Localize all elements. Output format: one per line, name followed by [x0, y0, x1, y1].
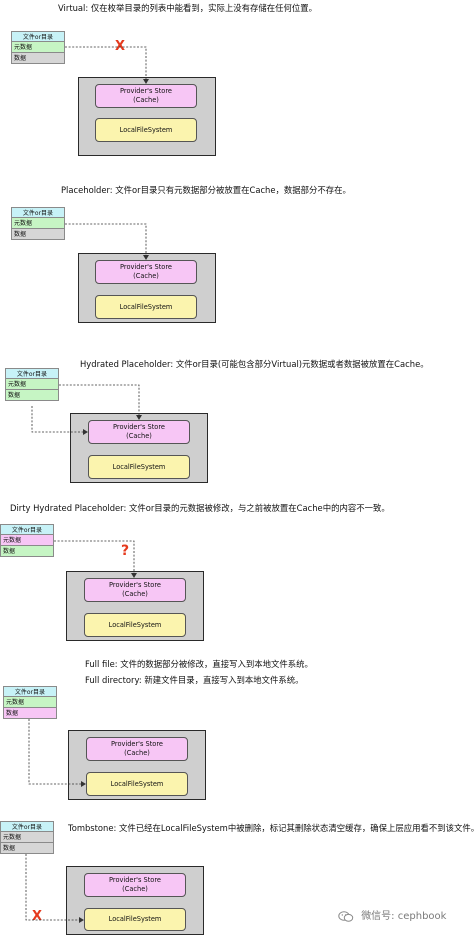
arrowhead — [83, 429, 88, 435]
x-mark: X — [115, 39, 126, 54]
table-row-meta: 元数据 — [11, 42, 65, 53]
table-row-meta: 元数据 — [3, 697, 57, 708]
provider-store-box: Provider's Store (Cache) — [95, 84, 197, 108]
provider-store-sublabel: (Cache) — [126, 432, 152, 440]
local-filesystem-box: LocalFileSystem — [95, 295, 197, 319]
provider-store-label: Provider's Store — [111, 740, 163, 748]
dashed-connector — [31, 406, 84, 433]
provider-store-sublabel: (Cache) — [133, 272, 159, 280]
provider-store-label: Provider's Store — [120, 263, 172, 271]
arrowhead — [131, 573, 137, 578]
table-dirty: 文件or目录 元数据 数据 — [0, 524, 54, 557]
provider-store-sublabel: (Cache) — [122, 885, 148, 893]
caption-full-file: Full file: 文件的数据部分被修改，直接写入到本地文件系统。 — [85, 659, 313, 669]
provider-store-label: Provider's Store — [120, 87, 172, 95]
caption-tombstone: Tombstone: 文件已经在LocalFileSystem中被删除，标记其删… — [68, 823, 474, 833]
table-hydrated: 文件or目录 元数据 数据 — [5, 368, 59, 401]
table-header: 文件or目录 — [5, 368, 59, 379]
provider-store-box: Provider's Store (Cache) — [86, 737, 188, 761]
local-filesystem-box: LocalFileSystem — [84, 908, 186, 931]
x-mark: X — [32, 909, 43, 924]
table-full: 文件or目录 元数据 数据 — [3, 686, 57, 719]
local-filesystem-box: LocalFileSystem — [88, 455, 190, 479]
table-placeholder: 文件or目录 元数据 数据 — [11, 207, 65, 240]
caption-dirty-hydrated: Dirty Hydrated Placeholder: 文件or目录的元数据被修… — [10, 503, 390, 513]
caption-hydrated-placeholder: Hydrated Placeholder: 文件or目录(可能包含部分Virtu… — [80, 359, 429, 369]
provider-store-label: Provider's Store — [113, 423, 165, 431]
table-row-data: 数据 — [0, 546, 54, 557]
provider-store-sublabel: (Cache) — [133, 96, 159, 104]
arrowhead — [143, 79, 149, 84]
arrowhead — [143, 255, 149, 260]
table-row-data: 数据 — [3, 708, 57, 719]
dashed-connector — [65, 223, 147, 256]
arrowhead — [81, 781, 86, 787]
provider-store-sublabel: (Cache) — [122, 590, 148, 598]
table-row-data: 数据 — [5, 390, 59, 401]
table-row-data: 数据 — [0, 843, 54, 854]
provider-store-box: Provider's Store (Cache) — [88, 420, 190, 444]
table-header: 文件or目录 — [0, 821, 54, 832]
table-row-meta: 元数据 — [11, 218, 65, 229]
provider-store-box: Provider's Store (Cache) — [84, 873, 186, 897]
local-filesystem-box: LocalFileSystem — [84, 613, 186, 637]
caption-virtual: Virtual: 仅在枚举目录的列表中能看到，实际上没有存储在任何位置。 — [58, 3, 317, 13]
watermark: 微信号: cephbook — [338, 907, 446, 922]
table-row-meta: 元数据 — [0, 832, 54, 843]
provider-store-box: Provider's Store (Cache) — [95, 260, 197, 284]
table-row-meta: 元数据 — [0, 535, 54, 546]
table-header: 文件or目录 — [0, 524, 54, 535]
dashed-connector — [25, 854, 80, 921]
dashed-connector — [28, 719, 82, 785]
provider-store-label: Provider's Store — [109, 876, 161, 884]
local-filesystem-box: LocalFileSystem — [95, 118, 197, 142]
local-filesystem-box: LocalFileSystem — [86, 772, 188, 796]
arrowhead — [79, 917, 84, 923]
table-header: 文件or目录 — [11, 31, 65, 42]
dashed-connector — [65, 46, 147, 80]
table-row-meta: 元数据 — [5, 379, 59, 390]
table-row-data: 数据 — [11, 229, 65, 240]
table-header: 文件or目录 — [3, 686, 57, 697]
caption-full-directory: Full directory: 新建文件目录，直接写入到本地文件系统。 — [85, 675, 304, 685]
provider-store-sublabel: (Cache) — [124, 749, 150, 757]
wechat-icon — [338, 910, 354, 922]
caption-placeholder: Placeholder: 文件or目录只有元数据部分被放置在Cache，数据部分… — [61, 185, 351, 195]
provider-store-label: Provider's Store — [109, 581, 161, 589]
table-tombstone: 文件or目录 元数据 数据 — [0, 821, 54, 854]
watermark-text: 微信号: cephbook — [361, 911, 447, 922]
dashed-connector — [54, 540, 135, 574]
table-virtual: 文件or目录 元数据 数据 — [11, 31, 65, 64]
dashed-connector — [59, 384, 140, 416]
table-row-data: 数据 — [11, 53, 65, 64]
provider-store-box: Provider's Store (Cache) — [84, 578, 186, 602]
question-mark: ? — [121, 543, 130, 559]
table-header: 文件or目录 — [11, 207, 65, 218]
arrowhead — [136, 415, 142, 420]
